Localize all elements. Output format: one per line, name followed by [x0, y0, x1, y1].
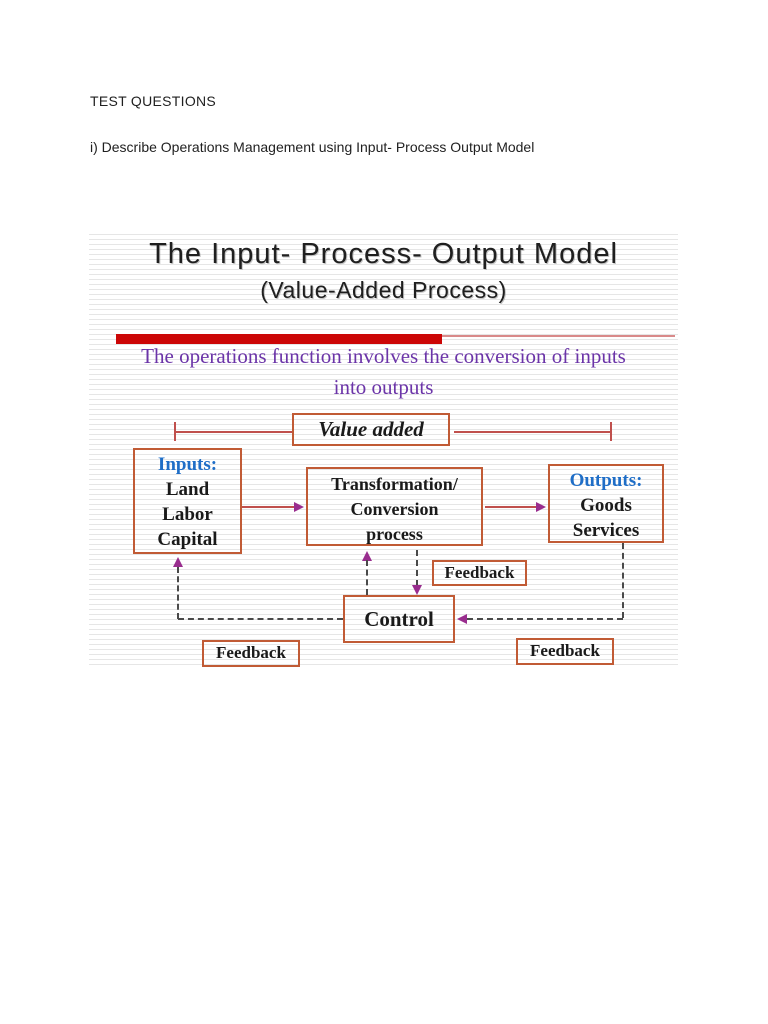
feedback-box-middle: Feedback	[432, 560, 527, 586]
process-box: Transformation/ Conversion process	[306, 467, 483, 546]
value-added-left-line	[176, 431, 292, 433]
control-box: Control	[343, 595, 455, 643]
process-to-control-arrowhead-icon	[412, 585, 422, 595]
title-divider-bar	[116, 334, 442, 344]
process-to-outputs-arrowhead-icon	[536, 502, 546, 512]
statement-line-1: The operations function involves the con…	[141, 344, 626, 368]
outputs-to-control-arrowhead-icon	[457, 614, 467, 624]
feedback-box-bottom-right: Feedback	[516, 638, 614, 665]
outputs-item-services: Services	[572, 520, 640, 541]
inputs-to-process-arrowhead-icon	[294, 502, 304, 512]
outputs-feedback-horizontal-dashed-line	[467, 618, 623, 620]
slide-subtitle: (Value-Added Process)	[260, 277, 507, 303]
value-added-left-tick	[174, 422, 176, 441]
process-line-3: process	[366, 524, 423, 544]
value-added-right-line	[454, 431, 610, 433]
inputs-item-labor: Labor	[162, 504, 213, 525]
slide-title: The Input- Process- Output Model	[149, 238, 618, 270]
outputs-item-goods: Goods	[580, 495, 632, 516]
question-text: i) Describe Operations Management using …	[90, 139, 535, 155]
outputs-box-title: Outputs:	[569, 470, 643, 491]
process-line-2: Conversion	[350, 499, 439, 519]
inputs-item-land: Land	[165, 479, 210, 500]
control-to-inputs-arrowhead-icon	[173, 557, 183, 567]
process-to-outputs-line	[485, 506, 537, 508]
doc-heading: TEST QUESTIONS	[90, 93, 217, 109]
value-added-box: Value added	[292, 413, 450, 446]
inputs-item-capital: Capital	[157, 529, 218, 550]
inputs-to-process-line	[242, 506, 295, 508]
outputs-feedback-vertical-dashed-line	[622, 543, 624, 618]
inputs-box: Inputs: Land Labor Capital	[133, 448, 242, 554]
outputs-box: Outputs: Goods Services	[548, 464, 664, 543]
process-line-1: Transformation/	[331, 474, 458, 494]
process-to-control-dashed-line	[416, 550, 418, 586]
feedback-box-bottom-left: Feedback	[202, 640, 300, 667]
control-to-process-dashed-line	[366, 560, 368, 595]
control-to-process-arrowhead-icon	[362, 551, 372, 561]
inputs-box-title: Inputs:	[157, 454, 218, 475]
value-added-right-tick	[610, 422, 612, 441]
slide-image: The Input- Process- Output Model (Value-…	[89, 230, 678, 668]
control-feedback-horizontal-dashed-line	[178, 618, 343, 620]
statement-line-2: into outputs	[333, 375, 434, 399]
control-feedback-vertical-dashed-line	[177, 567, 179, 619]
title-divider-line	[442, 335, 675, 337]
